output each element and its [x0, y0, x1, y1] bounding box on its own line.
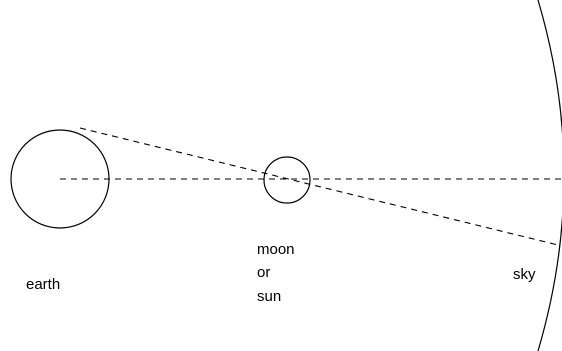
sky-label: sky [513, 266, 536, 283]
sky-arc [537, 0, 562, 351]
or-label: or [257, 264, 271, 281]
moon-label: moon [257, 241, 295, 258]
sun-label: sun [257, 288, 282, 305]
sight-line [79, 127, 559, 246]
moon-or-sun-circle [263, 156, 311, 204]
earth-label: earth [26, 276, 61, 293]
